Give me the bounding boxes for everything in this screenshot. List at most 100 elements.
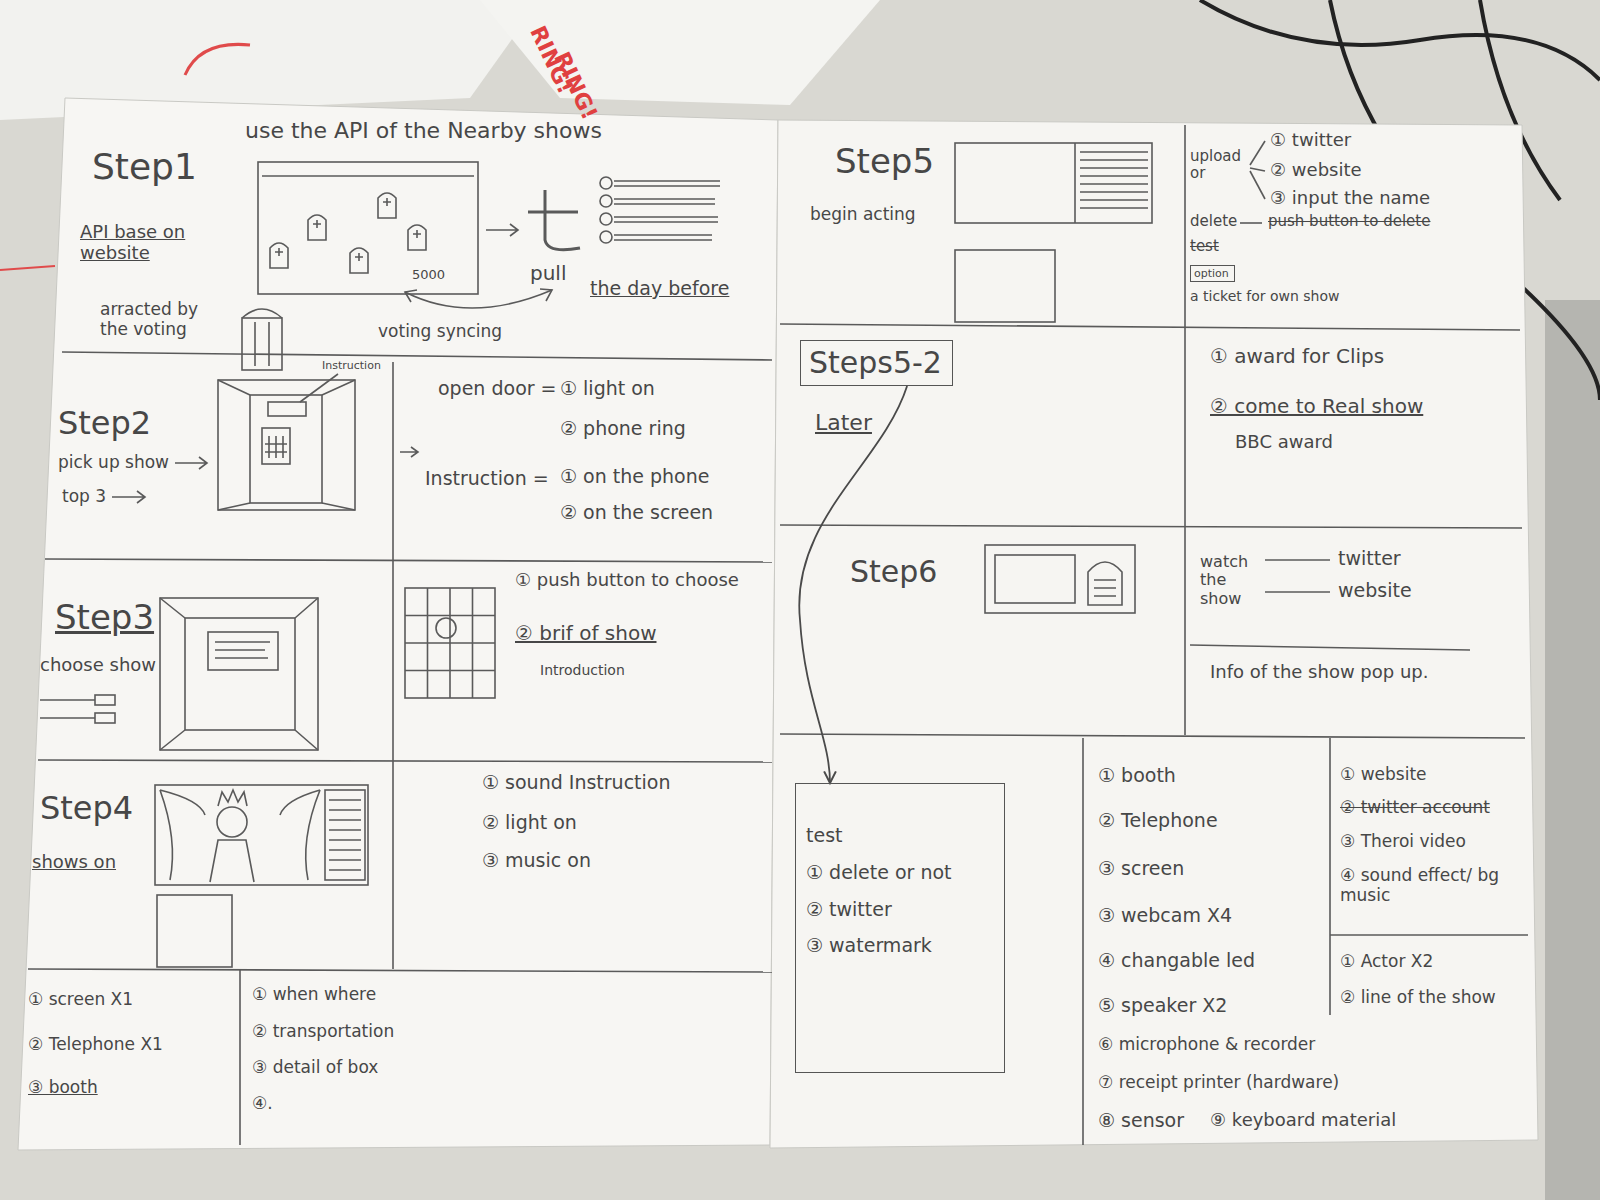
pencil-path xyxy=(329,800,361,870)
pencil-path xyxy=(218,380,355,510)
pencil-line xyxy=(1082,738,1084,1145)
step4-sketch xyxy=(155,785,368,967)
list-item: ② phone ring xyxy=(560,418,686,440)
list-item: website xyxy=(1338,580,1412,602)
list-item: ④. xyxy=(252,1094,273,1114)
pencil-path xyxy=(400,447,418,457)
list-item: ④ sound effect/ bg music xyxy=(1340,866,1520,905)
pencil-rect xyxy=(258,162,478,294)
pencil-line xyxy=(780,734,1525,738)
pencil-circle xyxy=(600,213,612,225)
pencil-rect xyxy=(250,395,322,503)
note-text: Info of the show pop up. xyxy=(1210,662,1429,683)
pencil-polygon xyxy=(770,120,1538,1148)
list-item: ② Telephone X1 xyxy=(28,1035,163,1055)
node-text: ① delete or not xyxy=(806,861,994,884)
option-tag: option xyxy=(1190,265,1235,282)
pencil-path xyxy=(1080,152,1148,208)
pencil-line xyxy=(1265,559,1330,561)
note-text: BBC award xyxy=(1235,432,1333,453)
pencil-line xyxy=(262,175,474,177)
list-item: ② transportation xyxy=(252,1022,394,1042)
note-text: push button to delete xyxy=(1268,213,1430,230)
list-item: ① website xyxy=(1340,765,1427,785)
pencil-rect xyxy=(1545,300,1600,1200)
pencil-polygon xyxy=(18,98,778,1150)
step2-sketch xyxy=(112,374,418,510)
list-item: ② line of the show xyxy=(1340,988,1496,1008)
list-item: twitter xyxy=(1338,548,1401,570)
step-title: Step5 xyxy=(835,142,934,181)
node-text: Steps5-2 xyxy=(809,345,944,381)
node-text: ③ watermark xyxy=(806,934,994,957)
part-item: ⑧ sensor xyxy=(1098,1110,1184,1132)
pencil-path xyxy=(265,436,287,458)
note-text: pick up show xyxy=(58,453,169,473)
pencil-lines xyxy=(28,125,1528,1145)
step-title: Step2 xyxy=(58,405,151,442)
test-box: test① delete or not② twitter③ watermark xyxy=(795,783,1005,1073)
pencil-path xyxy=(486,224,518,236)
note-text: API base on website xyxy=(80,222,220,263)
pencil-rect xyxy=(985,545,1135,613)
pencil-line xyxy=(1184,125,1186,735)
pencil-line xyxy=(392,362,394,969)
list-item: ③ music on xyxy=(482,850,591,872)
step-title: Step3 xyxy=(55,598,154,637)
note-text: arracted by the voting xyxy=(100,300,230,339)
note-text: begin acting xyxy=(810,205,916,225)
node-text: option xyxy=(1194,267,1231,280)
pencil-path xyxy=(218,790,247,806)
arrow-head xyxy=(824,771,836,783)
pencil-line xyxy=(239,969,241,1145)
pencil-path xyxy=(300,374,338,402)
pencil-rect xyxy=(262,428,290,464)
action-text: pull xyxy=(530,262,566,285)
list-item: ① on the phone xyxy=(560,466,709,488)
count-text: 5000 xyxy=(412,268,445,283)
pencil-line xyxy=(45,559,772,562)
list-item: ② light on xyxy=(482,812,577,834)
pencil-path xyxy=(210,840,254,882)
pencil-line xyxy=(1250,168,1265,171)
list-item: ① sound Instruction xyxy=(482,772,670,794)
pencil-line xyxy=(1330,934,1528,936)
pencil-rect xyxy=(268,402,306,416)
note-text: Instruction xyxy=(322,360,381,373)
pencil-path xyxy=(528,211,578,214)
part-item: ② Telephone xyxy=(1098,810,1218,832)
note-text: a ticket for own show xyxy=(1190,288,1340,304)
pencil-line xyxy=(780,525,1522,528)
step-box: Steps5-2 xyxy=(800,340,953,386)
node-text: ② twitter xyxy=(806,898,994,921)
pencil-rect xyxy=(242,318,282,370)
pencil-line xyxy=(28,969,772,972)
pencil-line xyxy=(62,352,772,360)
list-item: ② come to Real show xyxy=(1210,395,1423,418)
note-text: shows on xyxy=(32,852,116,873)
part-item: ⑦ receipt printer (hardware) xyxy=(1098,1073,1339,1093)
list-item: ① screen X1 xyxy=(28,990,133,1010)
pencil-path xyxy=(614,181,720,240)
step1-sketch xyxy=(242,162,720,370)
pencil-path xyxy=(405,289,552,302)
step6-sketch xyxy=(985,545,1135,613)
note-text: delete xyxy=(1190,213,1237,230)
list-item: ② twitter account xyxy=(1340,798,1490,818)
note-text: Introduction xyxy=(540,662,625,678)
pencil-circle xyxy=(600,177,612,189)
note-text: test xyxy=(1190,238,1219,255)
part-item: ⑥ microphone & recorder xyxy=(1098,1035,1315,1055)
pencil-path xyxy=(378,193,396,218)
pencil-path xyxy=(175,457,207,469)
pencil-path xyxy=(408,225,426,250)
pencil-rect xyxy=(208,632,278,670)
pencil-path xyxy=(112,491,145,503)
pencil-line xyxy=(1265,591,1330,593)
pencil-path xyxy=(215,642,270,658)
list-item: ② on the screen xyxy=(560,502,713,524)
list-item: ① award for Clips xyxy=(1210,345,1384,368)
